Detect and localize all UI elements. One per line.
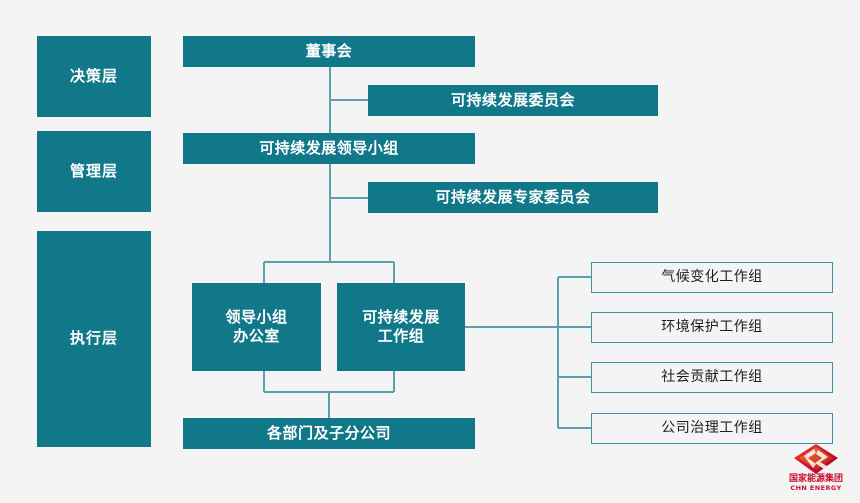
node-board-of-directors[interactable]: 董事会 [183,36,475,67]
logo-name-cn: 国家能源集团 [788,474,843,484]
layer-label-decision: 决策层 [37,36,151,117]
chn-energy-logo-icon [794,444,838,474]
layer-label-text: 管理层 [69,161,118,180]
layer-label-management: 管理层 [37,131,151,212]
layer-label-execution: 执行层 [37,231,151,447]
logo-name-en: CHN ENERGY [790,483,842,492]
workgroup-climate-change[interactable]: 气候变化工作组 [591,262,833,293]
layer-label-text: 执行层 [69,329,118,348]
node-departments-and-subsidiaries[interactable]: 各部门及子分公司 [183,418,475,449]
workgroup-social-contribution[interactable]: 社会贡献工作组 [591,362,833,393]
node-leading-group-office[interactable]: 领导小组 办公室 [192,283,321,371]
layer-label-text: 决策层 [69,66,118,85]
workgroup-corporate-governance[interactable]: 公司治理工作组 [591,413,833,444]
workgroup-environmental-protection[interactable]: 环境保护工作组 [591,312,833,343]
node-sd-leading-group[interactable]: 可持续发展领导小组 [183,133,475,164]
node-sd-expert-committee[interactable]: 可持续发展专家委员会 [368,182,658,213]
node-sd-committee[interactable]: 可持续发展委员会 [368,85,658,116]
node-sd-working-group[interactable]: 可持续发展 工作组 [337,283,465,371]
company-logo: 国家能源集团 CHN ENERGY [779,444,853,498]
